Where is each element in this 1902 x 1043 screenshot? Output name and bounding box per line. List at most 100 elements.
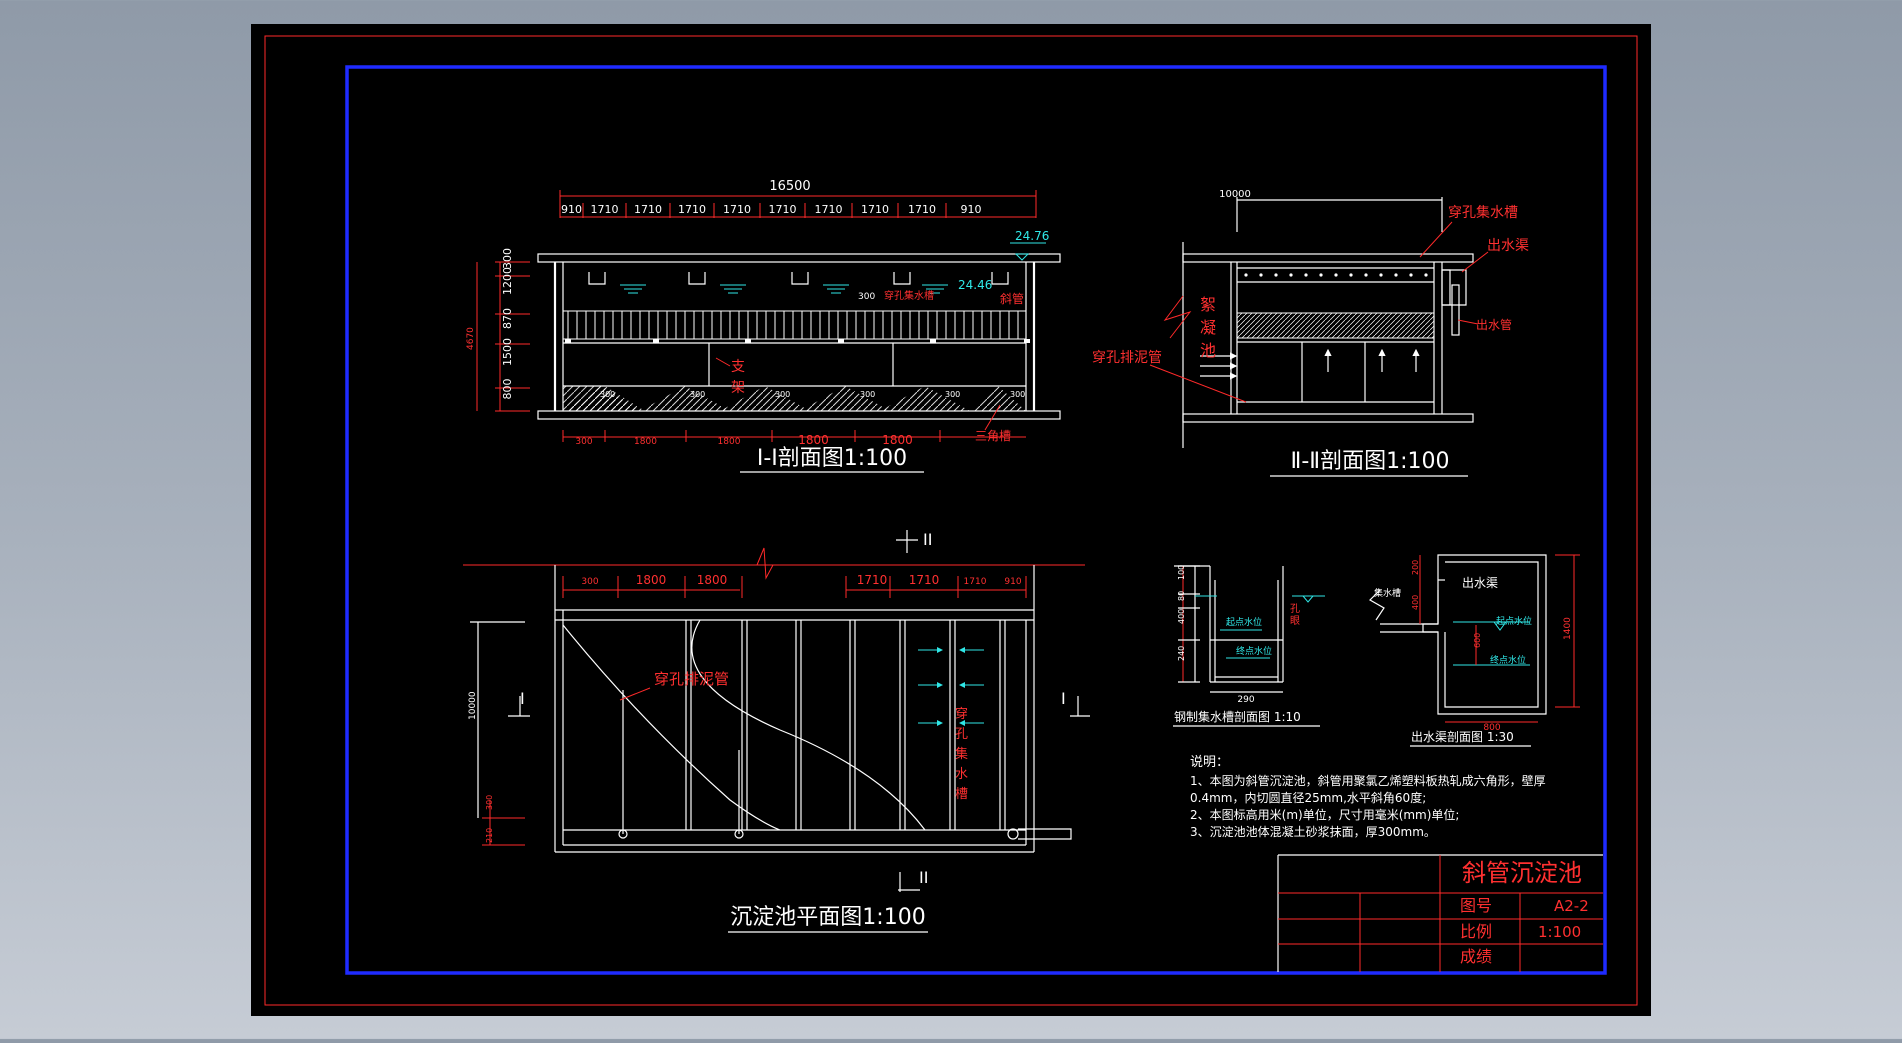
- label-sludge-pipe-plan: 穿孔排泥管: [654, 670, 729, 688]
- label-floc-1: 絮: [1200, 295, 1216, 314]
- label-floc-3: 池: [1200, 341, 1216, 360]
- top-dim-label: 910: [561, 203, 582, 216]
- hole: [1394, 273, 1398, 277]
- bottom-dim-label: 300: [575, 437, 592, 447]
- notes: 说明： 1、本图为斜管沉淀池，斜管用聚氯乙烯塑料板热轧成六角形，壁厚 0.4mm…: [1190, 755, 1546, 839]
- vertical-char: 槽: [955, 787, 968, 802]
- notes-line-1: 1、本图为斜管沉淀池，斜管用聚氯乙烯塑料板热轧成六角形，壁厚: [1190, 773, 1546, 788]
- support-block: [838, 339, 844, 343]
- title-block-value-1: 1:100: [1538, 923, 1581, 941]
- marker-II-top: II: [923, 530, 932, 549]
- title-block-label-1: 比例: [1460, 922, 1492, 941]
- top-dim-label: 1710: [908, 203, 936, 216]
- steel-level1: 起点水位: [1226, 616, 1262, 628]
- plan-beams: [685, 620, 1006, 830]
- level-top: 24.76: [1015, 229, 1049, 243]
- channel-trough-label: 集水槽: [1374, 587, 1401, 599]
- left-total-dim: 4670: [466, 327, 476, 350]
- label-outlet-channel: 出水渠: [1487, 238, 1529, 254]
- label-triangle-trough: 三角槽: [975, 429, 1011, 443]
- vertical-char: 孔: [955, 727, 968, 742]
- hole: [1259, 273, 1263, 277]
- plan-dim-label: 1800: [697, 573, 728, 587]
- hole: [1319, 273, 1323, 277]
- title-block-label-2: 成绩: [1460, 947, 1492, 966]
- support-block: [930, 339, 936, 343]
- label-support-2: 架: [731, 380, 745, 396]
- steel-dim: 100: [1177, 565, 1186, 580]
- hopper-dim: 300: [775, 390, 790, 399]
- steel-dim: 80: [1177, 591, 1186, 601]
- hole: [1289, 273, 1293, 277]
- label-outlet-pipe: 出水管: [1476, 317, 1512, 332]
- plan-left-small-1: 300: [485, 795, 494, 810]
- level-water: 24.46: [958, 278, 992, 292]
- bottom-dim-label: 1800: [882, 433, 913, 447]
- steel-level2: 终点水位: [1236, 645, 1272, 657]
- hole: [1409, 273, 1413, 277]
- hopper-dim: 300: [600, 390, 615, 399]
- marker-II-bottom: II: [919, 868, 928, 887]
- support-block: [1024, 339, 1030, 343]
- channel-dim: 400: [1411, 595, 1420, 610]
- hopper-dim: 300: [945, 390, 960, 399]
- top-dim-label: 1710: [678, 203, 706, 216]
- collecting-troughs: [565, 272, 1030, 343]
- steel-dim: 240: [1177, 646, 1186, 661]
- hopper: [720, 386, 810, 411]
- bottom-dim-label: 1800: [634, 437, 657, 447]
- left-dim-label: 800: [501, 379, 514, 400]
- hole: [1274, 273, 1278, 277]
- steel-trough-title: 钢制集水槽剖面图 1:10: [1174, 709, 1301, 724]
- left-dim-label: 1200: [501, 267, 514, 295]
- top-dim-label: 1710: [815, 203, 843, 216]
- plan-dim-label: 910: [1004, 577, 1021, 587]
- channel-label: 出水渠: [1462, 576, 1498, 590]
- hole: [1364, 273, 1368, 277]
- plan-dim-label: 300: [581, 577, 598, 587]
- support-block: [565, 339, 571, 343]
- notes-heading: 说明：: [1190, 755, 1229, 770]
- hopper: [640, 386, 730, 411]
- marker-I-left: I: [520, 689, 525, 708]
- vertical-label-collect-trough: 穿孔集水槽: [955, 706, 968, 802]
- hopper-dim: 300: [860, 390, 875, 399]
- top-dim-label: 910: [961, 203, 982, 216]
- plan-left-small-2: 210: [485, 828, 494, 843]
- plan-title: 沉淀池平面图1:100: [730, 905, 925, 930]
- inner-blue-border: [345, 65, 1607, 975]
- section-2-2: 10000 絮 凝 池 穿孔集水槽: [1092, 189, 1529, 477]
- plan-dim-label: 1710: [857, 573, 888, 587]
- vertical-char: 穿: [955, 706, 968, 722]
- support-block: [745, 339, 751, 343]
- inclined-tube-layer-2: [1236, 312, 1435, 339]
- title-block-value-0: A2-2: [1554, 897, 1589, 915]
- channel-width: 800: [1483, 723, 1500, 733]
- label-floc-2: 凝: [1200, 318, 1216, 337]
- title-block: 斜管沉淀池 图号 A2-2 比例 1:100 成绩: [1277, 854, 1603, 972]
- hopper-dim: 300: [690, 390, 705, 399]
- channel-height: 1400: [1563, 617, 1573, 640]
- plan-dim-label: 1710: [909, 573, 940, 587]
- section-1-title: Ⅰ-Ⅰ剖面图1:100: [757, 446, 907, 471]
- channel-level1: 起点水位: [1496, 615, 1532, 627]
- notes-line-2: 0.4mm，内切圆直径25mm,水平斜角60度;: [1190, 790, 1426, 805]
- channel-title: 出水渠剖面图 1:30: [1411, 730, 1514, 744]
- vertical-char: 水: [955, 767, 968, 782]
- marker-I-right: I: [1061, 689, 1066, 708]
- outer-red-border: [264, 35, 1638, 1006]
- drawing-sheet: [251, 24, 1651, 1016]
- support-block: [653, 339, 659, 343]
- channel-level2: 终点水位: [1490, 654, 1526, 666]
